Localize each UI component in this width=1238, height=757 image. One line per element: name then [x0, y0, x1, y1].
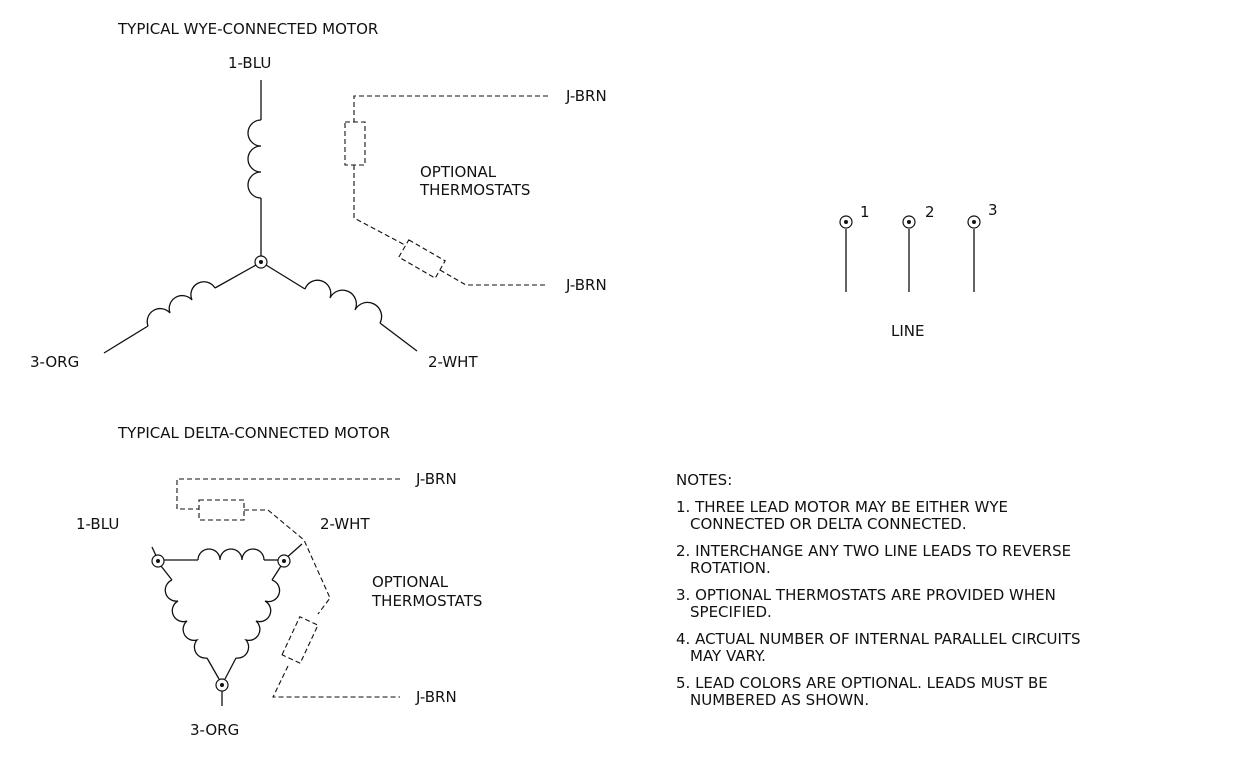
- note-5-line-2: NUMBERED AS SHOWN.: [690, 691, 869, 709]
- note-2-line-2: ROTATION.: [690, 559, 771, 577]
- wye-winding-1: [247, 119, 262, 199]
- wye-star-point-dot: [259, 260, 263, 264]
- wye-section: TYPICAL WYE-CONNECTED MOTOR 1-BLU 2-WHT …: [30, 20, 607, 371]
- note-5-line-1: 5. LEAD COLORS ARE OPTIONAL. LEADS MUST …: [676, 674, 1048, 692]
- wye-lead-2-label: 2-WHT: [428, 353, 478, 371]
- delta-thermostat-1: [198, 499, 245, 521]
- delta-lead-2-label: 2-WHT: [320, 515, 370, 533]
- wye-winding-2: [304, 279, 383, 324]
- delta-lead-1-label: 1-BLU: [76, 515, 119, 533]
- line-terminal-2-label: 2: [925, 203, 935, 221]
- note-4-line-1: 4. ACTUAL NUMBER OF INTERNAL PARALLEL CI…: [676, 630, 1081, 648]
- delta-title: TYPICAL DELTA-CONNECTED MOTOR: [117, 424, 390, 442]
- delta-right-winding-tail: [224, 657, 237, 680]
- line-terminal-1-label: 1: [860, 203, 870, 221]
- wye-lead-2-wire: [265, 264, 306, 290]
- wye-thermostat-label-line2: THERMOSTATS: [419, 181, 530, 199]
- delta-winding-right: [235, 579, 281, 659]
- delta-terminal-1-dot: [156, 559, 160, 563]
- wye-winding-2-tail: [379, 322, 418, 352]
- delta-winding-left: [164, 579, 208, 659]
- delta-lead-3-label: 3-ORG: [190, 721, 239, 739]
- line-terminal-3-label: 3: [988, 201, 998, 219]
- wye-winding-3: [146, 281, 216, 327]
- wye-title: TYPICAL WYE-CONNECTED MOTOR: [117, 20, 378, 38]
- wye-lead-1-label: 1-BLU: [228, 54, 271, 72]
- delta-left-winding-lead: [160, 565, 173, 581]
- line-terminal-2-dot: [907, 220, 911, 224]
- wye-thermostat-top-label: J-BRN: [565, 87, 607, 105]
- delta-thermostat-wire-mid: [244, 509, 331, 615]
- delta-thermostat-bottom-label: J-BRN: [415, 688, 457, 706]
- delta-terminal-3-dot: [220, 683, 224, 687]
- delta-terminal-2-dot: [282, 559, 286, 563]
- wye-thermostat-2: [398, 239, 446, 279]
- note-2-line-1: 2. INTERCHANGE ANY TWO LINE LEADS TO REV…: [676, 542, 1071, 560]
- delta-thermostat-wire-bottom: [272, 665, 400, 698]
- delta-thermostat-label-line2: THERMOSTATS: [371, 592, 482, 610]
- note-3-line-1: 3. OPTIONAL THERMOSTATS ARE PROVIDED WHE…: [676, 586, 1056, 604]
- notes-block: NOTES: 1. THREE LEAD MOTOR MAY BE EITHER…: [676, 471, 1081, 709]
- delta-right-winding-lead: [271, 565, 282, 581]
- wye-lead-3-label: 3-ORG: [30, 353, 79, 371]
- line-terminal-3-dot: [972, 220, 976, 224]
- wye-lead-3-wire: [214, 264, 257, 289]
- wye-winding-3-tail: [103, 325, 149, 354]
- wye-thermostat-1: [344, 121, 366, 166]
- line-label: LINE: [891, 322, 924, 340]
- note-4-line-2: MAY VARY.: [690, 647, 766, 665]
- wye-thermostat-wire-mid: [353, 165, 406, 246]
- wye-thermostat-bottom-label: J-BRN: [565, 276, 607, 294]
- note-1-line-2: CONNECTED OR DELTA CONNECTED.: [690, 515, 967, 533]
- line-terminal-1-dot: [844, 220, 848, 224]
- delta-thermostat-top-label: J-BRN: [415, 470, 457, 488]
- delta-section: TYPICAL DELTA-CONNECTED MOTOR 1-BLU 2-WH…: [76, 424, 482, 739]
- wye-thermostat-wire-top: [353, 95, 548, 122]
- notes-heading: NOTES:: [676, 471, 732, 489]
- wye-thermostat-wire-bottom: [439, 269, 548, 286]
- delta-thermostat-label-line1: OPTIONAL: [372, 573, 449, 591]
- delta-left-winding-tail: [206, 657, 220, 680]
- delta-winding-top: [197, 548, 265, 561]
- note-3-line-2: SPECIFIED.: [690, 603, 772, 621]
- delta-thermostat-2: [281, 616, 319, 664]
- wye-thermostat-label-line1: OPTIONAL: [420, 163, 497, 181]
- line-terminals: 1 2 3 LINE: [839, 201, 998, 340]
- delta-thermostat-wire-top: [176, 478, 400, 510]
- note-1-line-1: 1. THREE LEAD MOTOR MAY BE EITHER WYE: [676, 498, 1008, 516]
